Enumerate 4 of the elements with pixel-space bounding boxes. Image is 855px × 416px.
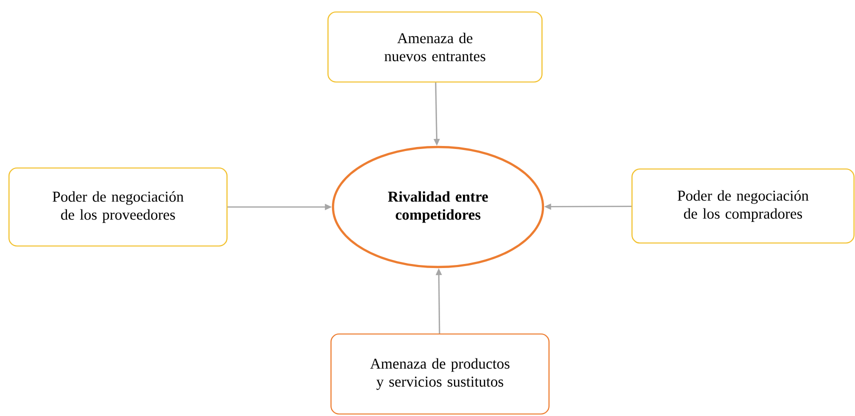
force-box: Amenaza de nuevos entrantes [327,11,543,83]
force-box: Poder de negociación de los proveedores [8,167,228,247]
force-box: Amenaza de productos y servicios sustitutos [330,333,550,415]
force-box: Poder de negociación de los compradores [631,168,855,244]
